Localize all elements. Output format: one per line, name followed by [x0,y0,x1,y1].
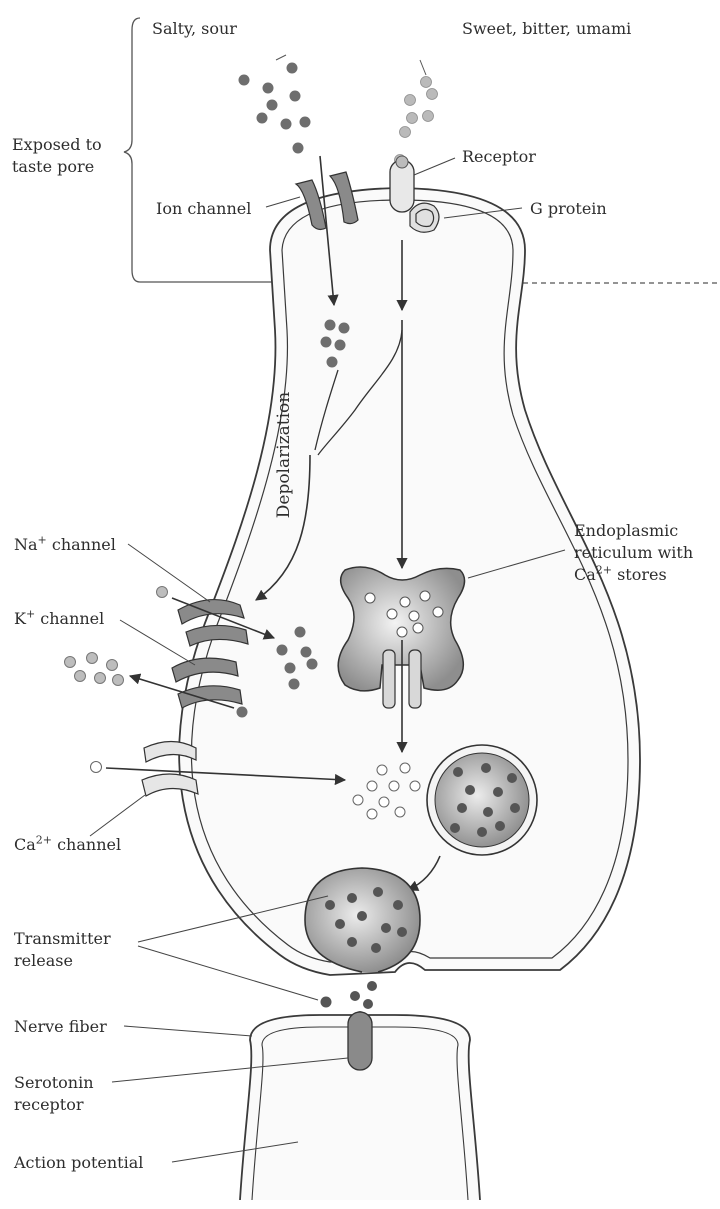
exposed-bracket [124,18,280,282]
label-serotonin-line2: receptor [14,1094,84,1116]
er-ca-symbol: Ca [574,565,596,584]
ca-symbol: Ca [14,835,36,854]
nerve-fiber-leader [124,1026,252,1036]
na-charge: + [38,534,47,547]
receptor-leader [414,158,455,175]
er-ca-charge: 2+ [596,564,612,577]
label-receptor: Receptor [462,146,536,168]
k-ion-inside [237,707,248,718]
label-action-potential: Action potential [14,1152,143,1174]
ca-ion-outside [91,762,102,773]
k-symbol: K [14,609,26,628]
label-salty-sour: Salty, sour [152,18,237,40]
k-charge: + [26,608,35,621]
fusing-vesicle [305,868,420,972]
label-na-channel: Na+ channel [14,534,116,556]
label-er-line3: Ca2+ stores [574,564,667,586]
ca-channel-leader [90,795,145,836]
label-k-channel: K+ channel [14,608,104,630]
label-transmitter-line1: Transmitter [14,928,111,950]
label-exposed-line1: Exposed to [12,134,102,156]
salty-sour-ions [239,63,311,154]
k-channel-text: channel [35,609,104,628]
receptor [390,156,414,212]
label-ion-channel: Ion channel [156,198,251,220]
na-channel-leader [128,544,210,602]
sweet-bitter-umami-molecules [395,77,438,166]
label-g-protein: G protein [530,198,607,220]
label-exposed-line2: taste pore [12,156,94,178]
na-ion-outside [157,587,168,598]
er-stores-text: stores [612,565,667,584]
ca-charge: 2+ [36,834,52,847]
label-ca-channel: Ca2+ channel [14,834,121,856]
label-sweet-bitter-umami: Sweet, bitter, umami [462,18,631,40]
serotonin-receptor [348,1012,372,1070]
k-channel-leader [120,620,195,665]
label-nerve-fiber: Nerve fiber [14,1016,107,1038]
na-symbol: Na [14,535,38,554]
g-protein [410,203,439,232]
synaptic-vesicle-upper [427,745,537,855]
label-depolarization: Depolarization [274,392,294,519]
label-er-line1: Endoplasmic [574,520,678,542]
label-transmitter-line2: release [14,950,73,972]
na-channel-text: channel [47,535,116,554]
ion-channel-leader [266,197,300,207]
label-er-line2: reticulum with [574,542,693,564]
label-serotonin-line1: Serotonin [14,1072,94,1094]
k-ions-outside [65,653,124,686]
ca-channel-text: channel [52,835,121,854]
